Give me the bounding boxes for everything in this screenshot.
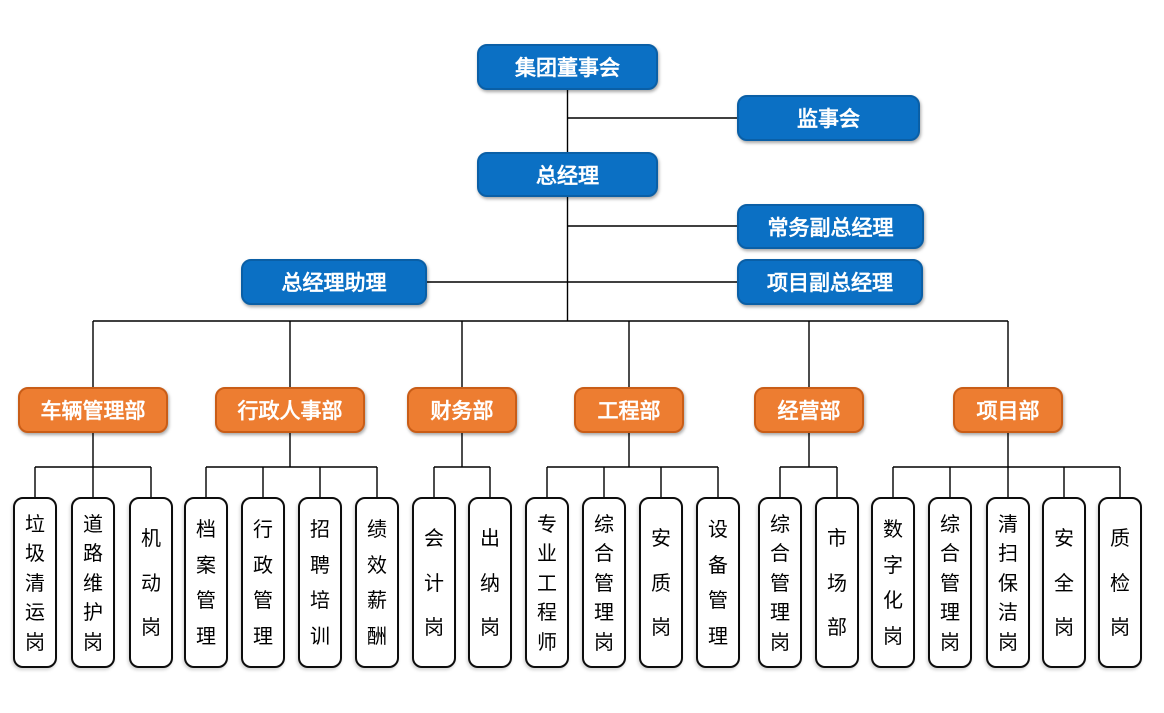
node-position-mobile: 机动岗	[129, 497, 173, 668]
node-supervisory-board: 监事会	[737, 95, 920, 141]
node-project-deputy-gm: 项目副总经理	[737, 259, 923, 305]
connector-dept-vehicle	[34, 433, 152, 497]
node-dept-operations: 经营部	[754, 387, 864, 433]
connector-main-bar	[92, 320, 1009, 387]
connector-dept-hr	[205, 433, 378, 497]
node-gm-assistant: 总经理助理	[241, 259, 427, 305]
node-position-road-maintenance: 道路维护岗	[71, 497, 115, 668]
node-position-admin: 行政管理	[241, 497, 285, 668]
node-board: 集团董事会	[477, 44, 658, 90]
node-executive-deputy-gm: 常务副总经理	[737, 204, 924, 249]
node-dept-finance: 财务部	[407, 387, 517, 433]
node-position-eng-general-mgmt: 综合管理岗	[582, 497, 626, 668]
node-position-ops-general-mgmt: 综合管理岗	[758, 497, 802, 668]
connector-dept-engineering	[546, 433, 719, 497]
node-position-digitalization: 数字化岗	[871, 497, 915, 668]
node-position-performance-payroll: 绩效薪酬	[355, 497, 399, 668]
node-position-safety-quality: 安质岗	[639, 497, 683, 668]
node-general-manager: 总经理	[477, 152, 658, 197]
connector-dept-finance	[433, 433, 491, 497]
connector-dept-project	[892, 433, 1121, 497]
connector-dept-operations	[779, 433, 838, 497]
node-dept-vehicle: 车辆管理部	[18, 387, 168, 433]
node-position-garbage-collection: 垃圾清运岗	[13, 497, 57, 668]
node-position-quality-inspection: 质检岗	[1098, 497, 1142, 668]
node-position-recruit-training: 招聘培训	[298, 497, 342, 668]
node-position-safety: 安全岗	[1042, 497, 1086, 668]
node-position-archives: 档案管理	[184, 497, 228, 668]
node-position-market: 市场部	[815, 497, 859, 668]
node-dept-hr: 行政人事部	[215, 387, 365, 433]
node-dept-project: 项目部	[953, 387, 1063, 433]
node-position-cashier: 出纳岗	[468, 497, 512, 668]
node-position-accounting: 会计岗	[412, 497, 456, 668]
node-position-equipment-mgmt: 设备管理	[696, 497, 740, 668]
connector-top-level	[427, 90, 737, 321]
node-position-cleaning: 清扫保洁岗	[986, 497, 1030, 668]
node-position-proj-general-mgmt: 综合管理岗	[928, 497, 972, 668]
node-position-professional-engineer: 专业工程师	[525, 497, 569, 668]
node-dept-engineering: 工程部	[574, 387, 684, 433]
